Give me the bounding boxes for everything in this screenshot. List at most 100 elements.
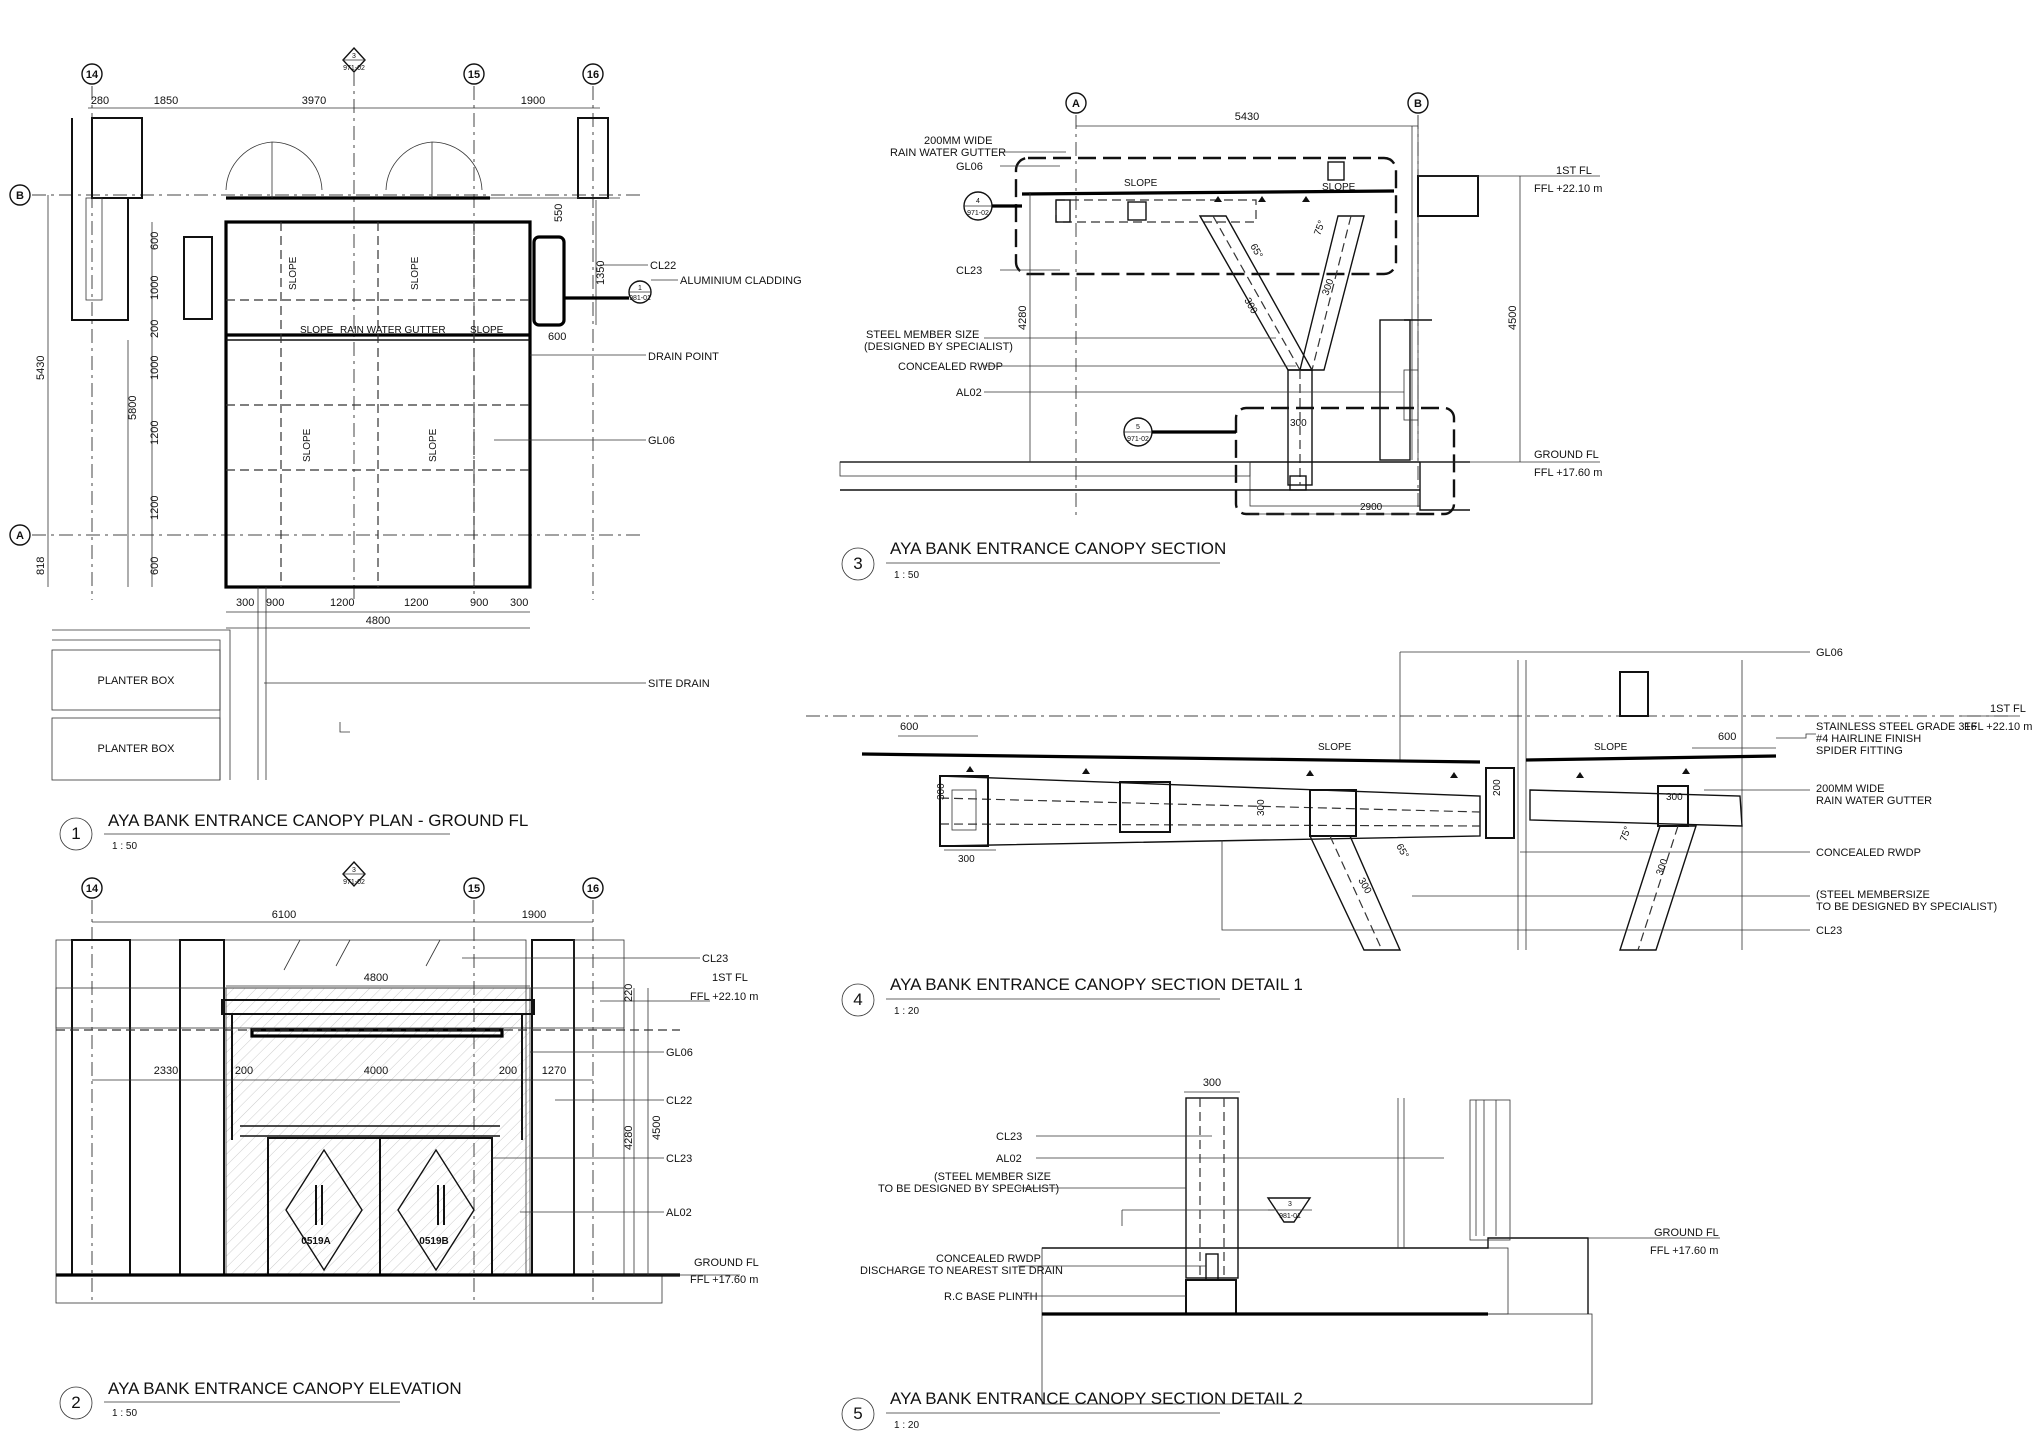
- svg-text:300: 300: [958, 854, 975, 865]
- svg-text:CONCEALED RWDP: CONCEALED RWDP: [898, 361, 1003, 373]
- sec-gridline-A: A: [1065, 92, 1087, 520]
- svg-text:4: 4: [853, 990, 862, 1009]
- svg-text:1350: 1350: [595, 261, 607, 285]
- svg-text:(DESIGNED BY SPECIALIST): (DESIGNED BY SPECIALIST): [864, 341, 1013, 353]
- svg-text:SLOPE: SLOPE: [1322, 182, 1356, 193]
- plan-dims-top: 280 1850 3970 1900: [88, 95, 600, 109]
- svg-text:75°: 75°: [1312, 219, 1328, 237]
- svg-text:300: 300: [1241, 296, 1259, 316]
- svg-text:RAIN WATER GUTTER: RAIN WATER GUTTER: [890, 147, 1006, 159]
- det2-section-ref-3: 3 981-01: [1266, 1197, 1312, 1223]
- svg-text:TO BE DESIGNED BY SPECIALIST): TO BE DESIGNED BY SPECIALIST): [878, 1183, 1059, 1195]
- svg-text:B: B: [16, 190, 24, 202]
- svg-text:200: 200: [149, 320, 161, 338]
- svg-text:3: 3: [853, 554, 862, 573]
- svg-text:1900: 1900: [522, 909, 546, 921]
- svg-text:5: 5: [853, 1404, 862, 1423]
- svg-text:818: 818: [35, 557, 47, 575]
- svg-text:SLOPE: SLOPE: [410, 256, 421, 290]
- canopy-elevation-view: 14 15 16 3 971-02 6100 1900 4800: [55, 860, 759, 1420]
- svg-text:971-02: 971-02: [343, 65, 365, 72]
- svg-text:GL06: GL06: [666, 1047, 693, 1059]
- svg-text:SLOPE: SLOPE: [428, 428, 439, 462]
- svg-text:SLOPE: SLOPE: [1594, 742, 1628, 753]
- svg-text:ALUMINIUM CLADDING: ALUMINIUM CLADDING: [680, 275, 802, 287]
- svg-text:DRAIN POINT: DRAIN POINT: [648, 351, 719, 363]
- svg-text:CL23: CL23: [956, 265, 982, 277]
- elev-section-marker-3: 3 971-02: [342, 860, 366, 888]
- svg-text:#4 HAIRLINE FINISH: #4 HAIRLINE FINISH: [1816, 733, 1921, 745]
- svg-text:4800: 4800: [366, 615, 390, 627]
- svg-text:14: 14: [86, 69, 99, 81]
- svg-text:1200: 1200: [149, 421, 161, 445]
- svg-text:SLOPE: SLOPE: [1318, 742, 1352, 753]
- svg-text:SLOPE: SLOPE: [288, 256, 299, 290]
- svg-text:CONCEALED RWDP: CONCEALED RWDP: [936, 1253, 1041, 1265]
- svg-text:65°: 65°: [1393, 842, 1410, 861]
- svg-text:5430: 5430: [35, 356, 47, 380]
- svg-text:981-01: 981-01: [1279, 1213, 1301, 1220]
- svg-text:CL22: CL22: [666, 1095, 692, 1107]
- gridline-A: A: [9, 524, 640, 546]
- svg-text:75°: 75°: [1618, 825, 1634, 843]
- elev-gridline-16: 16: [582, 877, 604, 1300]
- svg-text:1: 1: [71, 824, 80, 843]
- svg-text:15: 15: [468, 69, 480, 81]
- svg-text:4: 4: [976, 198, 980, 205]
- sec-leaders: 200MM WIDE RAIN WATER GUTTER GL06 CL23 S…: [864, 135, 1404, 399]
- svg-text:981-01: 981-01: [629, 295, 651, 302]
- svg-text:SLOPE: SLOPE: [300, 325, 334, 336]
- elev-leaders: CL23 1ST FL FFL +22.10 m GL06 CL22 CL23 …: [462, 953, 759, 1286]
- svg-text:GL06: GL06: [956, 161, 983, 173]
- svg-text:600: 600: [149, 232, 161, 250]
- svg-text:1270: 1270: [542, 1065, 566, 1077]
- svg-text:200MM WIDE: 200MM WIDE: [1816, 783, 1884, 795]
- svg-text:280: 280: [91, 95, 109, 107]
- svg-text:4280: 4280: [1017, 306, 1029, 330]
- svg-text:1 : 20: 1 : 20: [894, 1420, 919, 1431]
- svg-text:STEEL MEMBER SIZE: STEEL MEMBER SIZE: [866, 329, 979, 341]
- svg-text:1ST FL: 1ST FL: [1990, 703, 2026, 715]
- svg-text:AYA BANK ENTRANCE CANOPY PLAN: AYA BANK ENTRANCE CANOPY PLAN - GROUND F…: [108, 811, 528, 830]
- svg-text:3970: 3970: [302, 95, 326, 107]
- svg-text:2: 2: [71, 1393, 80, 1412]
- svg-text:200: 200: [235, 1065, 253, 1077]
- canopy-section-view: A B 5430 SLOPE SLOPE 65° 75° 30: [839, 92, 1602, 581]
- planter-boxes: PLANTER BOX PLANTER BOX: [51, 587, 350, 781]
- svg-text:1200: 1200: [149, 496, 161, 520]
- svg-text:300: 300: [1203, 1077, 1221, 1089]
- svg-text:1200: 1200: [330, 597, 354, 609]
- sec-section-ref-4: 4 971-02: [963, 191, 1022, 221]
- svg-text:SPIDER FITTING: SPIDER FITTING: [1816, 745, 1903, 757]
- steel-beam-detail: 300 300 300 200 300 300 65° 75° 300: [936, 766, 1743, 951]
- svg-text:5430: 5430: [1235, 111, 1259, 123]
- svg-text:1000: 1000: [149, 276, 161, 300]
- svg-text:FFL +17.60 m: FFL +17.60 m: [690, 1274, 758, 1286]
- section-detail-1-view: GL06 1ST FL FFL +22.10 m 600 600 SLOPE S…: [806, 647, 2032, 1017]
- plan-dims-right: 550 1350 600: [548, 200, 607, 343]
- svg-text:4000: 4000: [364, 1065, 388, 1077]
- svg-text:1850: 1850: [154, 95, 178, 107]
- svg-text:CL23: CL23: [996, 1131, 1022, 1143]
- svg-text:14: 14: [86, 883, 99, 895]
- svg-text:300: 300: [1290, 418, 1307, 429]
- elevation-title: 2 AYA BANK ENTRANCE CANOPY ELEVATION 1 :…: [59, 1379, 462, 1420]
- svg-text:900: 900: [266, 597, 284, 609]
- svg-text:DISCHARGE TO NEAREST SITE DRAI: DISCHARGE TO NEAREST SITE DRAIN: [860, 1265, 1063, 1277]
- svg-text:600: 600: [149, 557, 161, 575]
- sec-levels: 1ST FL FFL +22.10 m GROUND FL FFL +17.60…: [1418, 165, 1602, 479]
- svg-text:971-02: 971-02: [967, 210, 989, 217]
- svg-text:1 : 20: 1 : 20: [894, 1006, 919, 1017]
- svg-text:2900: 2900: [1360, 502, 1383, 513]
- svg-text:(STEEL MEMBER SIZE: (STEEL MEMBER SIZE: [934, 1171, 1051, 1183]
- det2-leaders: CL23 AL02 (STEEL MEMBER SIZE TO BE DESIG…: [860, 1131, 1720, 1303]
- svg-text:1200: 1200: [404, 597, 428, 609]
- svg-text:A: A: [16, 530, 24, 542]
- svg-text:1ST FL: 1ST FL: [1556, 165, 1592, 177]
- svg-text:300: 300: [936, 783, 947, 800]
- elev-dims-mid: 2330 200 4000 200 1270: [92, 1065, 593, 1081]
- plan-dims-bottom: 300 900 1200 1200 900 300 4800: [226, 597, 530, 629]
- svg-text:2330: 2330: [154, 1065, 178, 1077]
- svg-text:STAINLESS STEEL GRADE 316: STAINLESS STEEL GRADE 316: [1816, 721, 1977, 733]
